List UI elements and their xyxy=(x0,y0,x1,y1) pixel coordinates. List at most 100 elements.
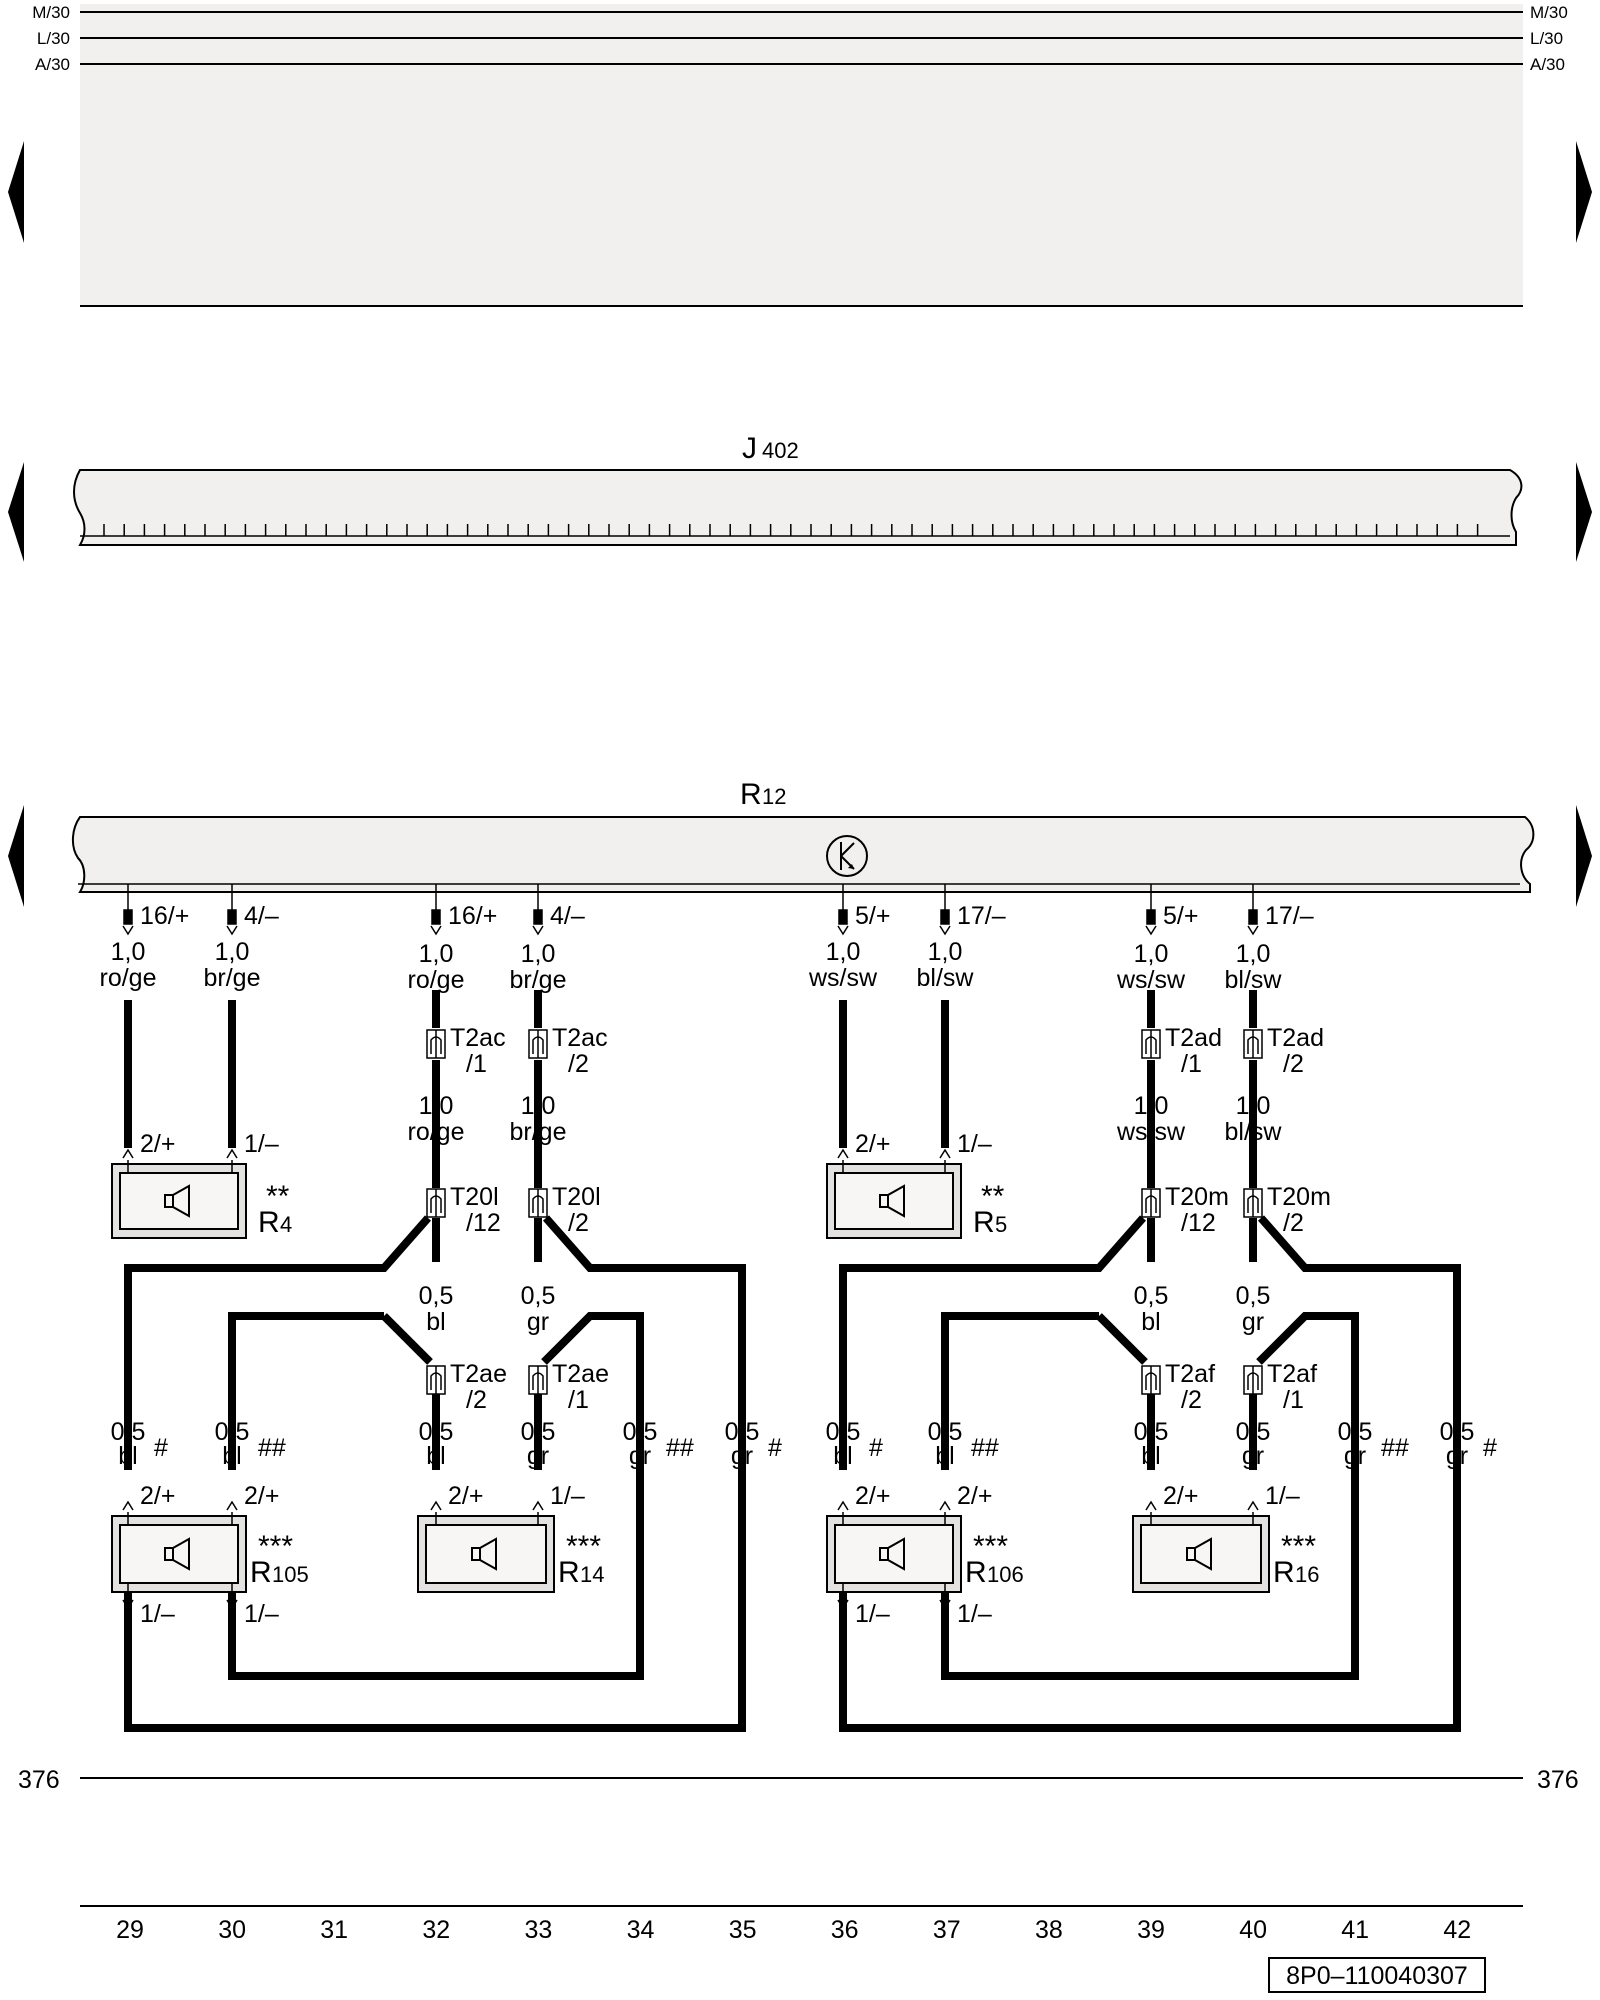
wire-loop-bl-hash xyxy=(124,1215,432,1470)
connector-icon xyxy=(426,1365,446,1395)
speaker-r105 xyxy=(111,1500,247,1610)
wire-size-label: 0,5 xyxy=(521,1282,556,1310)
pin-label-p39: 5/+ xyxy=(1163,902,1198,930)
wire-color-label: gr xyxy=(1242,1308,1264,1336)
wire-harness xyxy=(124,990,1461,1732)
next-page-arrow-icon[interactable] xyxy=(1576,462,1592,562)
connector-label: T20l xyxy=(450,1183,499,1211)
r12-pin-stubs xyxy=(122,884,1259,936)
wire-size-label: 1,0 xyxy=(1236,940,1271,968)
connector-icon xyxy=(1243,1029,1263,1059)
wire-loop-bl-hash xyxy=(839,1215,1147,1470)
column-number: 34 xyxy=(627,1916,655,1944)
module-r12-label: R xyxy=(740,778,762,811)
wire-color-label: ro/ge xyxy=(100,964,157,992)
wire-size-label: 0,5 xyxy=(111,1418,146,1446)
wire-color-label: gr xyxy=(1242,1442,1264,1470)
wire-color-label: gr xyxy=(1446,1442,1468,1470)
next-page-arrow-icon[interactable] xyxy=(1576,805,1592,907)
speaker-variant-stars: *** xyxy=(258,1530,293,1563)
prev-page-arrow-icon[interactable] xyxy=(8,141,24,243)
speaker-r16 xyxy=(1132,1500,1270,1593)
wire-size-label: 0,5 xyxy=(1338,1418,1373,1446)
wire-variant-mark: # xyxy=(869,1434,883,1462)
speaker-pin-label: 2/+ xyxy=(1163,1482,1198,1510)
ground-label-left: 376 xyxy=(18,1766,60,1794)
wire-color-label: ws/sw xyxy=(808,964,878,992)
column-number: 41 xyxy=(1341,1916,1369,1944)
rail-label-right-l30: L/30 xyxy=(1530,29,1563,48)
pin-label-p37: 17/– xyxy=(957,902,1006,930)
speaker-variant-stars: *** xyxy=(1281,1530,1316,1563)
connector-pin-label: /2 xyxy=(568,1209,589,1237)
connector-pin-label: /12 xyxy=(466,1209,501,1237)
wire-size-label: 1,0 xyxy=(928,938,963,966)
doc-code-box xyxy=(1268,1957,1486,1993)
wire-variant-mark: ## xyxy=(1381,1434,1409,1462)
speaker-variant-stars: ** xyxy=(266,1180,290,1213)
speaker-label-sub: 14 xyxy=(580,1562,604,1587)
speaker-label-sub: 105 xyxy=(272,1562,309,1587)
speaker-icon xyxy=(164,1184,190,1218)
pin-label-p32: 16/+ xyxy=(448,902,497,930)
wire-size-label: 0,5 xyxy=(1134,1418,1169,1446)
wire-size-label: 0,5 xyxy=(623,1418,658,1446)
wire-size-label: 0,5 xyxy=(1134,1282,1169,1310)
speaker-pin-label: 1/– xyxy=(244,1130,279,1158)
wire-color-label: br/ge xyxy=(204,964,261,992)
connector-pin-label: /1 xyxy=(1181,1050,1202,1078)
module-j402-label-sub: 402 xyxy=(762,438,799,463)
wire-variant-mark: # xyxy=(1483,1434,1497,1462)
wire-size-label: 1,0 xyxy=(215,938,250,966)
connector-label: T2af xyxy=(1267,1360,1317,1388)
connector-label: T2af xyxy=(1165,1360,1215,1388)
wire-size-label: 1,0 xyxy=(1134,940,1169,968)
wire-color-label: bl xyxy=(833,1442,852,1470)
column-number: 31 xyxy=(320,1916,348,1944)
wire-size-label: 1,0 xyxy=(419,940,454,968)
speaker-pin-label: 2/+ xyxy=(244,1482,279,1510)
connector-label: T2ac xyxy=(552,1024,608,1052)
speaker-pin-label: 1/– xyxy=(550,1482,585,1510)
speaker-pin-label: 2/+ xyxy=(448,1482,483,1510)
connector-icon xyxy=(426,1029,446,1059)
wire-color-label: bl/sw xyxy=(1225,966,1283,994)
speaker-label: R xyxy=(250,1556,272,1589)
wire-color-label: ws/sw xyxy=(1116,1118,1186,1146)
connector-pin-label: /2 xyxy=(1283,1209,1304,1237)
rail-label-left-a30: A/30 xyxy=(35,55,70,74)
speaker-pin-label: 1/– xyxy=(957,1130,992,1158)
wire-loop-bl-dhash-join xyxy=(381,1313,433,1365)
connector-pin-label: /2 xyxy=(1181,1386,1202,1414)
supply-area xyxy=(80,4,1523,306)
wire-color-label: ro/ge xyxy=(408,966,465,994)
connector-label: T2ac xyxy=(450,1024,506,1052)
wire-color-label: gr xyxy=(527,1442,549,1470)
connector-pin-label: /2 xyxy=(568,1050,589,1078)
column-number: 39 xyxy=(1137,1916,1165,1944)
connector-icon xyxy=(1141,1188,1161,1218)
prev-page-arrow-icon[interactable] xyxy=(8,805,24,907)
module-j402-label: J xyxy=(742,432,757,465)
wire-loop-gr-dhash xyxy=(228,1312,644,1680)
pin-terminal xyxy=(838,909,848,925)
ground-label-right: 376 xyxy=(1537,1766,1579,1794)
wire-size-label: 0,5 xyxy=(725,1418,760,1446)
pin-terminal xyxy=(123,909,133,925)
wire-color-label: bl xyxy=(426,1442,445,1470)
connector-pin-label: /1 xyxy=(466,1050,487,1078)
next-page-arrow-icon[interactable] xyxy=(1576,141,1592,243)
wire-color-label: gr xyxy=(1344,1442,1366,1470)
wire-size-label: 0,5 xyxy=(1236,1282,1271,1310)
speaker-pin-label: 2/+ xyxy=(140,1130,175,1158)
wire-color-label: bl xyxy=(1141,1308,1160,1336)
pin-label-p36: 5/+ xyxy=(855,902,890,930)
wire-size-label: 0,5 xyxy=(419,1418,454,1446)
wire-size-label: 0,5 xyxy=(419,1282,454,1310)
wire-color-label: bl xyxy=(935,1442,954,1470)
wire-color-label: bl/sw xyxy=(1225,1118,1283,1146)
wire-variant-mark: ## xyxy=(666,1434,694,1462)
wire-size-label: 0,5 xyxy=(1440,1418,1475,1446)
prev-page-arrow-icon[interactable] xyxy=(8,462,24,562)
wire-variant-mark: # xyxy=(768,1434,782,1462)
